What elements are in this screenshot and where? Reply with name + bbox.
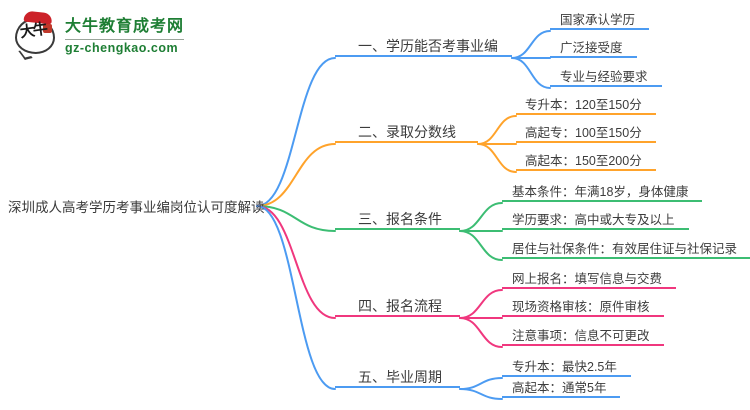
child-node[interactable]: 现场资格审核：原件审核 (502, 298, 664, 317)
branch-label-2[interactable]: 二、录取分数线 (335, 123, 478, 143)
child-node[interactable]: 学历要求：高中或大专及以上 (502, 211, 689, 230)
child-node[interactable]: 注意事项：信息不可更改 (502, 327, 664, 346)
child-node[interactable]: 国家承认学历 (550, 11, 650, 30)
child-node[interactable]: 居住与社保条件：有效居住证与社保记录 (502, 240, 750, 259)
red-seal-shape (43, 24, 52, 33)
child-node[interactable]: 专业与经验要求 (550, 68, 662, 87)
site-logo[interactable]: 大牛 大牛教育成考网 gz-chengkao.com (14, 10, 185, 60)
child-node[interactable]: 专升本：120至150分 (516, 96, 656, 115)
child-curve (459, 317, 503, 348)
child-curve (477, 115, 517, 145)
site-domain: gz-chengkao.com (65, 41, 179, 55)
child-curve (459, 230, 503, 261)
child-curve (511, 57, 551, 89)
branch-curve (256, 205, 336, 232)
branch-label-3[interactable]: 三、报名条件 (335, 210, 460, 230)
site-title: 大牛教育成考网 (65, 12, 185, 40)
child-node[interactable]: 广泛接受度 (550, 39, 637, 58)
branch-curve (256, 57, 336, 207)
branch-curve (256, 143, 336, 207)
child-curve (477, 143, 517, 173)
child-node[interactable]: 高起本：通常5年 (502, 379, 621, 398)
child-node[interactable]: 高起本：150至200分 (516, 152, 656, 171)
branch-curve (256, 205, 336, 319)
branch-label-4[interactable]: 四、报名流程 (335, 297, 460, 317)
branch-curve (256, 205, 336, 390)
root-node[interactable]: 深圳成人高考学历考事业编岗位认可度解读 (8, 200, 265, 215)
child-curve (459, 289, 503, 319)
bull-bubble-icon: 大牛 (14, 10, 58, 60)
child-curve (459, 202, 503, 232)
child-node[interactable]: 网上报名：填写信息与交费 (502, 270, 677, 289)
child-node[interactable]: 高起专：100至150分 (516, 124, 656, 143)
branch-label-5[interactable]: 五、毕业周期 (335, 368, 460, 388)
child-node[interactable]: 基本条件：年满18岁，身体健康 (502, 183, 703, 202)
child-curve (511, 30, 551, 59)
branch-label-1[interactable]: 一、学历能否考事业编 (335, 37, 512, 57)
child-node[interactable]: 专升本：最快2.5年 (502, 358, 631, 377)
child-curve (459, 377, 503, 390)
child-curve (459, 388, 503, 400)
